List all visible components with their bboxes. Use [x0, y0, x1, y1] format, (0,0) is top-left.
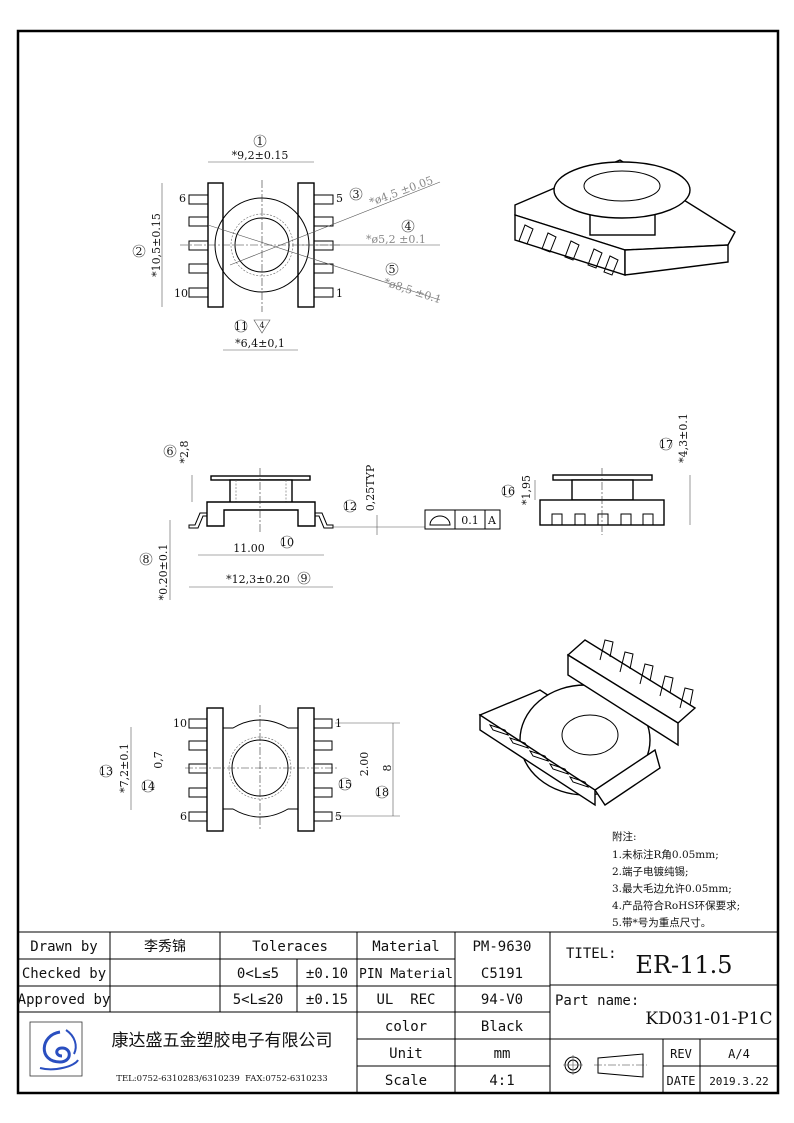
balloon-9: 9 [301, 572, 308, 585]
part-name-label: Part name: [555, 993, 639, 1009]
end-view: 16 *1,95 17 *4,3±0.1 [501, 413, 691, 535]
balloon-11: 11 [234, 320, 248, 333]
balloon-18: 18 [375, 786, 389, 799]
pin-material-label: PIN Material [359, 967, 453, 982]
title-block: Drawn by 李秀锦 Toleraces Checked by Approv… [18, 931, 778, 1093]
balloon-3: 3 [353, 188, 360, 201]
unit-label: Unit [389, 1046, 423, 1062]
dim-overall-height: *4,3±0.1 [677, 413, 690, 463]
tolerance-value: ±0.10 [306, 966, 348, 982]
pin-label-10: 10 [173, 717, 187, 730]
note-item: 5.带*号为重点尺寸。 [612, 916, 711, 929]
top-view: 1 *9,2±0.15 2 *10,5±0.15 3 *ø4,5 ±0.05 4… [132, 134, 443, 351]
balloon-15: 15 [338, 778, 352, 791]
pin-label-10: 10 [174, 287, 188, 300]
dim-width: *9,2±0.15 [232, 149, 289, 162]
top-view-pins-right [313, 194, 334, 298]
company-logo [29, 1021, 83, 1077]
scale-value: 4:1 [489, 1073, 514, 1089]
notes-heading: 附注: [612, 830, 637, 843]
side-view: 6 *2,8 8 *0.20±0.1 11.00 10 *12,3±0.20 9… [139, 441, 501, 601]
dim-length: *10,5±0.15 [150, 213, 163, 277]
notes: 附注: 1.未标注R角0.05mm; 2.端子电镀纯锡; 3.最大毛边允许0.0… [612, 830, 740, 929]
ul-label: UL REC [376, 992, 435, 1008]
dim-flange-offset: *1,95 [520, 475, 533, 505]
tolerance-range: 5<L≤20 [233, 992, 284, 1008]
balloon-2: 2 [136, 245, 143, 258]
balloon-16: 16 [501, 485, 515, 498]
dim-overall-length: *12,3±0.20 [226, 573, 290, 586]
dim-pin-pitch: 2.00 [358, 752, 371, 777]
material-value: PM-9630 [472, 939, 531, 955]
balloon-12: 12 [343, 500, 357, 513]
color-value: Black [481, 1019, 524, 1035]
checked-by-label: Checked by [22, 966, 106, 982]
dim-outer-diameter: *ø8,5 ±0.1 [382, 275, 443, 306]
pin-label-5: 5 [335, 810, 342, 823]
note-item: 2.端子电镀纯锡; [612, 865, 689, 878]
drawn-by-label: Drawn by [30, 939, 97, 955]
balloon-5: 5 [389, 263, 396, 276]
bottom-view: 13 *7,2±0.1 14 0,7 15 2.00 18 8 10 6 1 5 [99, 705, 400, 832]
pin-material-value: C5191 [481, 966, 523, 982]
balloon-10: 10 [280, 536, 294, 549]
dim-body-width: *7,2±0.1 [118, 743, 131, 793]
isometric-view-top [514, 159, 736, 276]
flatness-value: 0.1 [461, 514, 479, 527]
datum-label: A [487, 514, 497, 527]
rev-value: A/4 [728, 1047, 750, 1061]
dim-pin-row-span: 8 [381, 765, 394, 772]
dim-coplanarity: 0,25TYP [364, 464, 377, 511]
rev-label: REV [670, 1047, 692, 1061]
balloon-13: 13 [99, 765, 113, 778]
note-item: 4.产品符合RoHS环保要求; [612, 899, 740, 912]
tolerance-range: 0<L≤5 [237, 966, 279, 982]
material-label: Material [372, 939, 439, 955]
balloon-6: 6 [167, 445, 174, 458]
surface-flag: 4 [259, 321, 264, 330]
balloon-14: 14 [141, 780, 155, 793]
pin-label-1: 1 [335, 717, 342, 730]
unit-value: mm [494, 1046, 511, 1062]
projection-symbol-icon [563, 1053, 647, 1078]
dim-flange-height: *2,8 [178, 441, 191, 464]
tolerances-label: Toleraces [252, 939, 328, 955]
note-item: 3.最大毛边允许0.05mm; [612, 882, 732, 895]
ul-value: 94-V0 [481, 992, 523, 1008]
note-item: 1.未标注R角0.05mm; [612, 848, 719, 861]
title-label: TITEL: [566, 946, 617, 962]
balloon-4: 4 [405, 220, 412, 233]
pin-label-6: 6 [179, 192, 186, 205]
date-label: DATE [667, 1074, 696, 1088]
flatness-tolerance-frame: 0.1 A [424, 509, 501, 530]
company-contact: TEL:0752-6310283/6310239 FAX:0752-631023… [116, 1074, 327, 1084]
approved-by-label: Approved by [18, 992, 111, 1008]
top-view-pins-left [188, 194, 209, 298]
dim-inner-diameter: *ø4,5 ±0.05 [368, 174, 435, 209]
scale-label: Scale [385, 1073, 427, 1089]
dim-core-diameter: *ø5,2 ±0.1 [366, 233, 426, 246]
tolerance-value: ±0.15 [306, 992, 348, 1008]
drawing-title: ER-11.5 [635, 951, 732, 979]
dim-pin-width: 0,7 [152, 751, 165, 769]
profile-of-surface-icon [429, 515, 451, 526]
drawn-by-value: 李秀锦 [144, 938, 186, 955]
dim-inner-width: *6,4±0,1 [235, 337, 285, 350]
isometric-view-bottom [478, 639, 697, 807]
drawing-frame [16, 29, 780, 1095]
company-name: 康达盛五金塑胶电子有限公司 [112, 1031, 333, 1051]
color-label: color [385, 1019, 427, 1035]
balloon-8: 8 [143, 553, 150, 566]
pin-label-5: 5 [336, 192, 343, 205]
dim-pin-span: 11.00 [233, 542, 265, 555]
dim-pin-thickness: *0.20±0.1 [157, 544, 170, 601]
date-value: 2019.3.22 [709, 1075, 769, 1088]
pin-label-6: 6 [180, 810, 187, 823]
pin-label-1: 1 [336, 287, 343, 300]
balloon-1: 1 [257, 135, 264, 148]
balloon-17: 17 [659, 438, 673, 451]
part-name-value: KD031-01-P1C [645, 1009, 772, 1029]
